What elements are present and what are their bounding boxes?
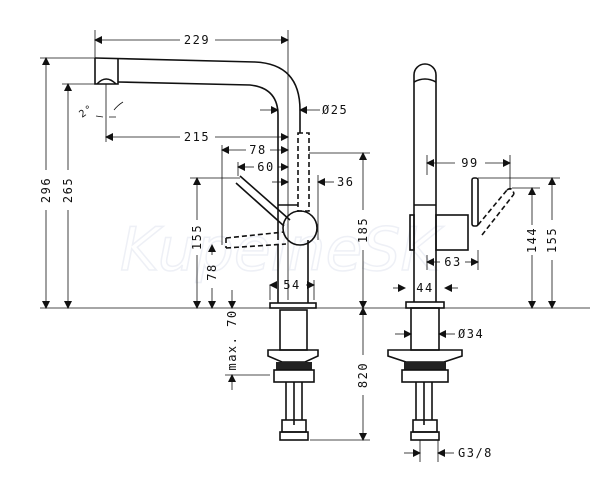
dim-185: 185 — [356, 217, 370, 243]
dim-angle: 2° — [77, 103, 96, 121]
dim-155-side: 155 — [545, 227, 559, 253]
dim-229: 229 — [184, 33, 210, 47]
dim-shank-diameter: Ø34 — [458, 327, 484, 341]
front-view-faucet — [94, 57, 319, 441]
side-view-faucet — [387, 63, 515, 441]
dim-78-height: 78 — [205, 263, 219, 280]
dim-78-reach: 78 — [249, 143, 266, 157]
dim-820: 820 — [356, 362, 370, 388]
watermark: KupelneSK — [120, 215, 444, 285]
dim-connection: G3/8 — [458, 446, 493, 460]
dim-44: 44 — [416, 281, 433, 295]
dim-60: 60 — [257, 160, 274, 174]
dim-54: 54 — [283, 278, 300, 292]
dim-215: 215 — [184, 130, 210, 144]
dim-265: 265 — [61, 177, 75, 203]
dim-63: 63 — [444, 255, 461, 269]
dim-36: 36 — [337, 175, 354, 189]
dim-144: 144 — [525, 227, 539, 253]
dim-296: 296 — [39, 177, 53, 203]
side-view-dimensions: 99 63 44 144 155 Ø34 G3/8 — [393, 155, 560, 462]
dim-spout-diameter: Ø25 — [322, 103, 348, 117]
dim-99: 99 — [461, 156, 478, 170]
front-view-dimensions: 229 296 265 2° 215 Ø25 78 60 36 — [39, 30, 370, 441]
dim-155-front: 155 — [190, 224, 204, 250]
dim-max-70: max. 70 — [225, 309, 239, 370]
